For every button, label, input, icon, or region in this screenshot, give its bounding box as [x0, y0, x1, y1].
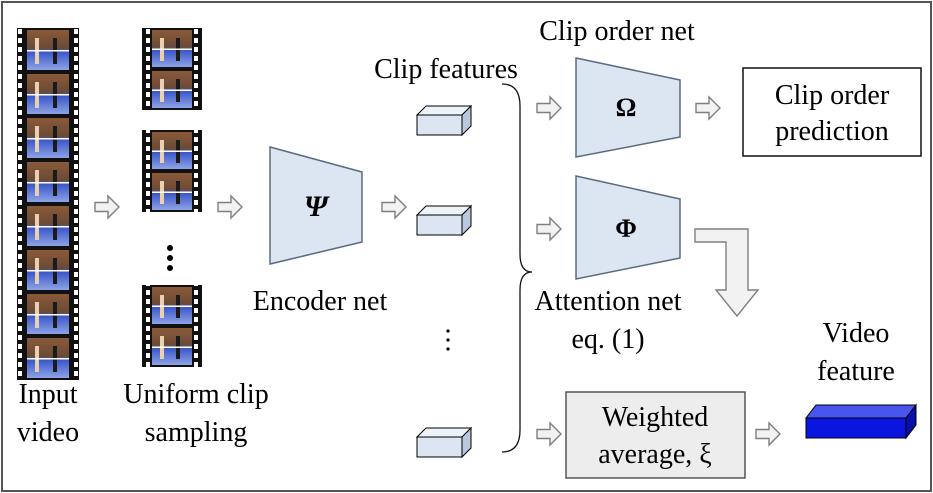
clip-order-prediction-box	[742, 67, 922, 157]
feature-ellipsis-icon	[446, 329, 450, 351]
psi-symbol: Ψ	[304, 190, 330, 223]
clip-features-label: Clip features	[374, 54, 518, 85]
arrow-right-icon	[536, 95, 562, 121]
video-feature-block	[804, 403, 918, 440]
clip-feature-cube-3	[415, 426, 473, 459]
sampled-clip-strip-2	[142, 130, 202, 212]
vertical-ellipsis-icon	[167, 245, 173, 271]
uniform-clip-sampling-line2: sampling	[145, 417, 248, 448]
attention-net-label-line2: eq. (1)	[571, 324, 644, 355]
clip-order-prediction-line2: prediction	[775, 116, 889, 147]
sampled-clip-strip-3	[142, 285, 202, 367]
bent-arrow-down-icon	[694, 228, 760, 318]
video-feature-label-line1: Video	[823, 318, 890, 349]
weighted-average-box	[565, 391, 746, 479]
clip-order-net-label: Clip order net	[539, 16, 695, 47]
encoder-net-trapezoid	[269, 146, 363, 265]
arrow-right-icon	[755, 421, 781, 447]
arrow-right-icon	[536, 216, 562, 242]
input-video-label-line2: video	[17, 417, 79, 448]
sampled-clip-strip-1	[142, 28, 202, 110]
arrow-right-icon	[94, 194, 120, 220]
encoder-net-label: Encoder net	[253, 286, 388, 317]
clip-feature-cube-2	[415, 204, 473, 237]
phi-symbol: Φ	[615, 214, 637, 243]
input-video-label-line1: Input	[18, 379, 77, 410]
attention-net-label-line1: Attention net	[535, 286, 682, 317]
arrow-right-icon	[217, 194, 243, 220]
clip-order-net-trapezoid	[575, 57, 681, 158]
uniform-clip-sampling-line1: Uniform clip	[123, 379, 268, 410]
clip-order-prediction-line1: Clip order	[775, 80, 890, 111]
omega-symbol: Ω	[616, 93, 637, 122]
arrow-right-icon	[381, 194, 407, 220]
arrow-right-icon	[536, 421, 562, 447]
grouping-brace	[501, 83, 533, 453]
weighted-average-line2: average, ξ	[598, 439, 712, 470]
clip-feature-cube-1	[415, 104, 473, 137]
video-feature-label-line2: feature	[817, 356, 895, 387]
weighted-average-line1: Weighted	[602, 402, 709, 433]
attention-net-trapezoid	[575, 175, 681, 280]
arrow-right-icon	[695, 95, 721, 121]
input-video-filmstrip	[17, 28, 79, 380]
